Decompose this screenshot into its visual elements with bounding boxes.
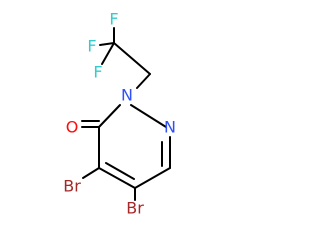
atom-label-br1: Br	[63, 177, 81, 196]
bond-c-f1	[99, 42, 115, 46]
atom-label-f1: F	[87, 37, 96, 56]
bond-c5-c4	[98, 167, 136, 189]
bond-c3-n1	[98, 104, 121, 128]
atom-label-f3: F	[93, 63, 102, 82]
bond-n1-n2	[130, 104, 167, 128]
atom-label-br2: Br	[126, 199, 144, 218]
bond-c6-c5	[134, 167, 171, 189]
atom-label-n1: N	[121, 86, 133, 105]
bond-cf3-ch2	[113, 42, 151, 75]
atom-label-o: O	[66, 118, 79, 137]
bond-c5-c4-double	[105, 162, 135, 180]
atom-label-f2: F	[109, 10, 118, 29]
atom-labels: F F F O N N Br Br	[63, 10, 176, 218]
atom-label-n2: N	[164, 118, 176, 137]
bond-c-f3	[101, 42, 115, 65]
molecule-structure: F F F O N N Br Br	[63, 10, 176, 218]
bond-c4-br1	[82, 167, 100, 179]
bonds	[81, 27, 171, 201]
bond-ch2-n1	[136, 73, 151, 89]
